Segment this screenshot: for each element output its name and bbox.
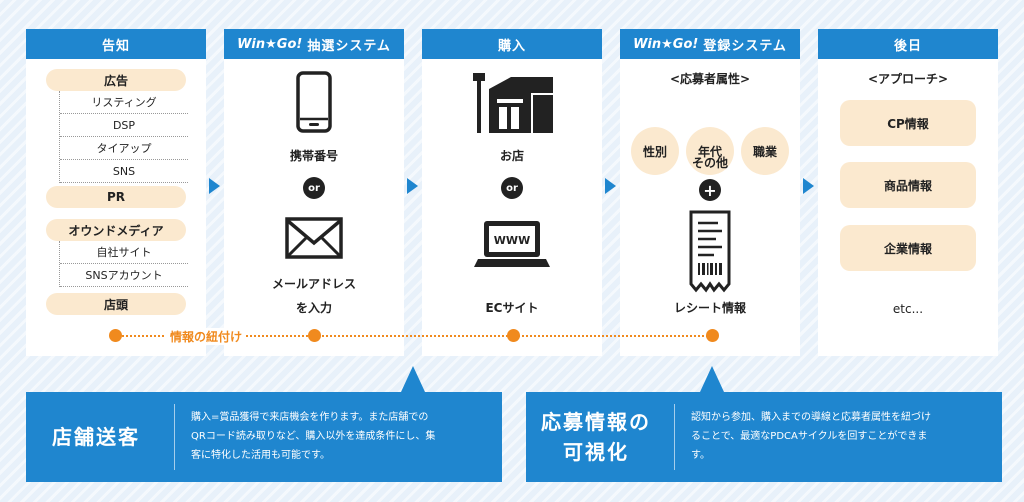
pill-owned-media: オウンドメディア	[46, 219, 186, 241]
approach-company-info: 企業情報	[840, 225, 976, 271]
pointer-triangle	[401, 366, 425, 392]
brand-logo: Win★Go!	[633, 36, 699, 52]
attr-gender: 性別	[631, 127, 679, 175]
column-title: 告知	[101, 38, 130, 54]
plus-badge: +	[699, 179, 721, 201]
list-item: リスティング	[60, 91, 188, 114]
approach-cp-info: CP情報	[840, 100, 976, 146]
approach-product-info: 商品情報	[840, 162, 976, 208]
panel-title-line: 可視化	[563, 440, 629, 464]
panel-divider	[674, 404, 675, 470]
pill-store: 店頭	[46, 293, 186, 315]
www-text: WWW	[494, 234, 530, 247]
arrow-right-icon	[407, 178, 418, 194]
desc-line: 認知から参加、購入までの導線と応募者属性を紐づけ	[691, 412, 931, 423]
column-header: 購入	[422, 29, 602, 59]
link-dot	[507, 329, 520, 342]
panel-divider	[174, 404, 175, 470]
pill-pr: PR	[46, 186, 186, 208]
attr-other: その他	[691, 156, 728, 170]
store-icon	[473, 73, 553, 133]
panel-title: 応募情報の 可視化	[526, 392, 666, 482]
owned-sublist: 自社サイト SNSアカウント	[59, 241, 188, 287]
column-title: 抽選システム	[307, 38, 391, 54]
panel-title: 店舗送客	[52, 425, 140, 449]
panel-description: 購入=賞品獲得で来店機会を作ります。また店舗での QRコード読み取りなど、購入以…	[191, 408, 496, 465]
column-title: 後日	[893, 38, 922, 54]
phone-label: 携帯番号	[289, 149, 338, 163]
desc-line: 客に特化した活用も可能です。	[191, 450, 330, 461]
column-notice: 告知 広告 リスティング DSP タイアップ SNS PR オウンドメディア 自…	[26, 29, 206, 356]
mail-label: メールアドレス	[271, 277, 356, 291]
link-dot	[706, 329, 719, 342]
attr-occupation: 職業	[741, 127, 789, 175]
desc-line: QRコード読み取りなど、購入以外を達成条件にし、集	[191, 431, 436, 442]
column-header: 告知	[26, 29, 206, 59]
mail-label-sub: を入力	[295, 301, 332, 315]
list-item: SNS	[60, 160, 188, 183]
column-registration: Win★Go! 登録システム <応募者属性> 性別 年代 職業 その他 + レシ…	[620, 29, 800, 356]
attr-age: 年代	[686, 127, 734, 175]
ec-site-label: ECサイト	[485, 301, 539, 315]
column-header: 後日	[818, 29, 998, 59]
column-purchase: 購入 お店 or WWW ECサイト	[422, 29, 602, 356]
list-item: タイアップ	[60, 137, 188, 160]
link-label: 情報の紐付け	[166, 328, 247, 345]
column-header: Win★Go! 登録システム	[620, 29, 800, 59]
column-header: Win★Go! 抽選システム	[224, 29, 404, 59]
approach-heading: <アプローチ>	[867, 72, 949, 86]
smartphone-icon	[296, 71, 332, 133]
column-title: 登録システム	[703, 38, 787, 54]
brand-logo: Win★Go!	[237, 36, 303, 52]
laptop-icon: WWW	[474, 221, 550, 267]
arrow-right-icon	[605, 178, 616, 194]
arrow-right-icon	[209, 178, 220, 194]
desc-line: ることで、最適なPDCAサイクルを回すことができま	[691, 431, 928, 442]
list-item: 自社サイト	[60, 241, 188, 264]
panel-store-visit: 店舗送客 購入=賞品獲得で来店機会を作ります。また店舗での QRコード読み取りな…	[26, 392, 502, 482]
ad-sublist: リスティング DSP タイアップ SNS	[59, 91, 188, 183]
column-lottery: Win★Go! 抽選システム 携帯番号 or メールアドレス を入力	[224, 29, 404, 356]
link-dotted-line	[115, 335, 715, 337]
or-badge: or	[303, 177, 325, 199]
panel-visualization: 応募情報の 可視化 認知から参加、購入までの導線と応募者属性を紐づけ ることで、…	[526, 392, 1002, 482]
pointer-triangle	[700, 366, 724, 392]
column-later: 後日 <アプローチ> CP情報 商品情報 企業情報 etc...	[818, 29, 998, 356]
receipt-label: レシート情報	[673, 301, 746, 315]
or-badge: or	[501, 177, 523, 199]
link-dot	[109, 329, 122, 342]
approach-etc: etc...	[892, 302, 924, 316]
desc-line: す。	[691, 450, 710, 461]
receipt-icon	[689, 210, 731, 293]
panel-title-line: 応募情報の	[541, 410, 651, 434]
arrow-right-icon	[803, 178, 814, 194]
attribute-heading: <応募者属性>	[669, 72, 751, 86]
pill-ad: 広告	[46, 69, 186, 91]
list-item: DSP	[60, 114, 188, 137]
store-label: お店	[499, 149, 524, 163]
desc-line: 購入=賞品獲得で来店機会を作ります。また店舗での	[191, 412, 429, 423]
list-item: SNSアカウント	[60, 264, 188, 287]
panel-description: 認知から参加、購入までの導線と応募者属性を紐づけ ることで、最適なPDCAサイク…	[691, 408, 996, 465]
mail-icon	[285, 217, 343, 259]
column-title: 購入	[497, 38, 526, 54]
link-dot	[308, 329, 321, 342]
